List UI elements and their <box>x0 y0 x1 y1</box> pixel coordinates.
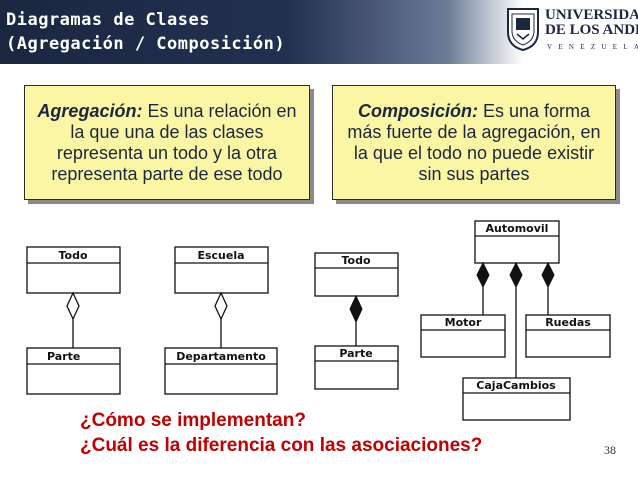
uml-class-departamento <box>164 347 278 395</box>
filled-diamond-icon <box>349 294 363 324</box>
filled-diamond-icon <box>541 261 555 289</box>
hollow-diamond-icon <box>66 291 80 321</box>
aggregation-example-escuela-departamento: Escuela Departamento <box>164 246 278 395</box>
uml-class-automovil-label: Automovil <box>486 222 549 235</box>
uml-class-escuela-label: Escuela <box>197 249 244 262</box>
question-implementation: ¿Cómo se implementan? <box>80 410 306 431</box>
uml-class-todo-composition-label: Todo <box>341 254 370 267</box>
slide-title-line1: Diagramas de Clases <box>6 10 210 30</box>
composition-description: Es una forma más fuerte de la agregación… <box>347 100 601 184</box>
uml-class-departamento-label: Departamento <box>176 350 266 363</box>
question-difference: ¿Cuál es la diferencia con las asociacio… <box>80 435 483 456</box>
uml-class-motor <box>420 314 506 358</box>
uml-class-todo-label: Todo <box>58 249 87 262</box>
uml-class-parte-composition <box>314 345 399 390</box>
university-name-line2: DE LOS ANDES <box>545 22 638 38</box>
aggregation-description: Es una relación en la que una de las cla… <box>51 100 297 184</box>
slide-title-line2: (Agregación / Composición) <box>6 34 286 54</box>
university-country: VENEZUELA <box>547 43 638 51</box>
slide-header: Diagramas de Clases (Agregación / Compos… <box>0 0 638 64</box>
uml-class-parte-composition-label: Parte <box>339 347 372 360</box>
composition-example-todo-parte: Todo Parte <box>314 252 399 390</box>
university-seal-icon <box>507 8 539 52</box>
page-number: 38 <box>604 443 616 457</box>
uml-class-cajacambios <box>462 377 571 421</box>
uml-class-motor-label: Motor <box>445 316 482 329</box>
uml-class-ruedas-label: Ruedas <box>545 316 591 329</box>
uml-class-ruedas <box>525 314 611 358</box>
composition-term: Composición: <box>357 100 478 121</box>
uml-class-parte <box>26 347 121 395</box>
aggregation-definition: Agregación: Es una relación en la que un… <box>29 101 305 185</box>
filled-diamond-icon <box>476 261 490 289</box>
uml-class-todo-composition <box>314 252 399 297</box>
aggregation-example-todo-parte: Todo Parte <box>26 246 121 395</box>
composition-example-automovil: Automovil Motor Ruedas CajaCambios <box>420 220 611 421</box>
filled-diamond-icon <box>509 261 523 289</box>
uml-class-cajacambios-label: CajaCambios <box>476 379 556 392</box>
hollow-diamond-icon <box>214 291 228 321</box>
aggregation-term: Agregación: <box>37 100 143 121</box>
aggregation-definition-box: Agregación: Es una relación en la que un… <box>24 85 310 200</box>
uml-class-parte-label: Parte <box>47 350 80 363</box>
uml-class-automovil <box>474 220 560 264</box>
composition-definition: Composición: Es una forma más fuerte de … <box>341 101 607 185</box>
composition-definition-box: Composición: Es una forma más fuerte de … <box>332 85 616 200</box>
